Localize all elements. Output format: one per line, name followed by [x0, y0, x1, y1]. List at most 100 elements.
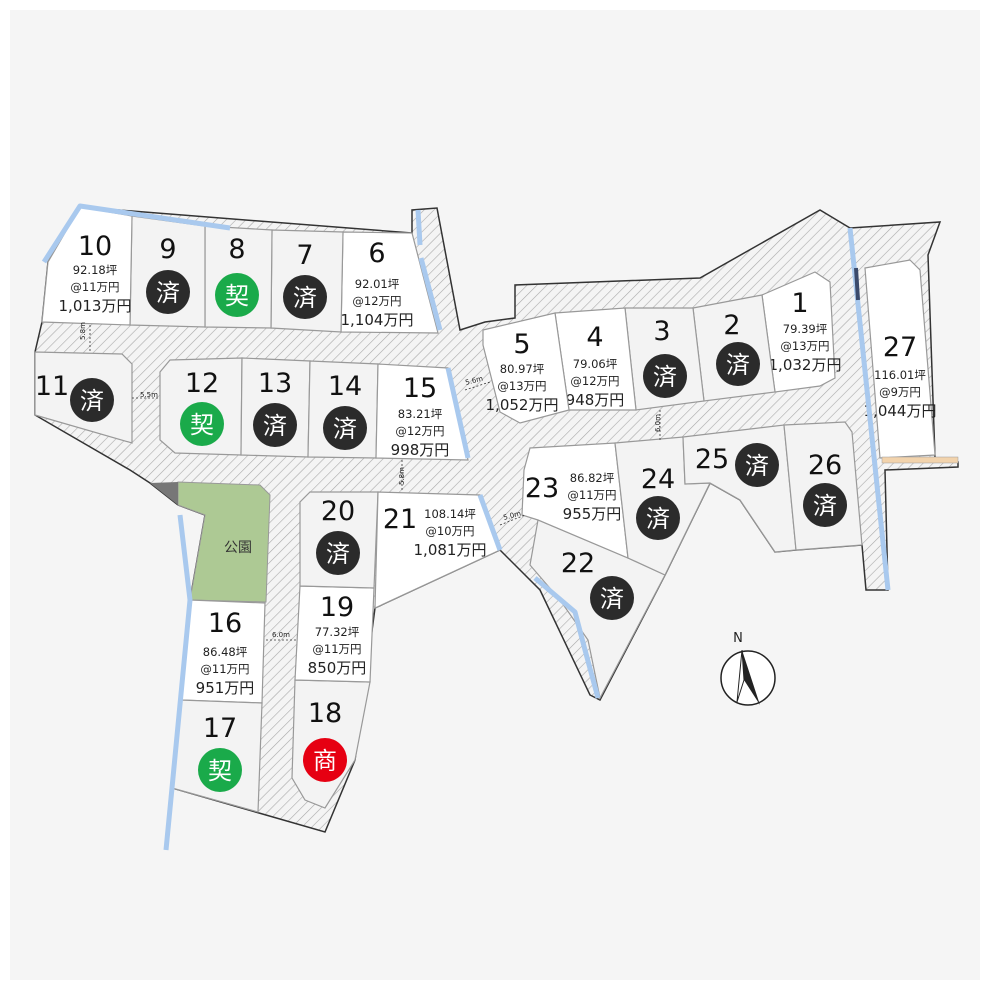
stream	[445, 367, 471, 459]
road-width-marker	[499, 514, 526, 526]
road-width-label: 5.8m	[398, 467, 406, 485]
lot-3[interactable]: 3済	[624, 307, 705, 411]
lot-26[interactable]: 26済	[783, 421, 863, 551]
lot-number: 12	[185, 368, 219, 399]
status-badge-label: 済	[80, 387, 104, 415]
lot-5-parcel	[482, 312, 570, 424]
compass-needle-shadow	[736, 649, 745, 703]
road-width-label: 6.0m	[654, 414, 662, 432]
status-badge-label: 契	[208, 757, 232, 785]
road-width-label: 6.0m	[272, 631, 290, 639]
compass-north-label: N	[733, 631, 743, 646]
lot-unit-price: @11万円	[70, 280, 119, 294]
lot-22[interactable]: 22済	[529, 519, 666, 700]
lot-number: 16	[208, 608, 242, 639]
stream	[418, 257, 443, 331]
lot-price: 951万円	[196, 679, 255, 697]
status-badge-label: 済	[646, 505, 670, 533]
stream	[533, 576, 601, 699]
lot-price: 850万円	[308, 659, 367, 677]
status-badge-contract	[198, 748, 242, 792]
compass: N	[720, 631, 776, 706]
status-badge-sold	[735, 443, 779, 487]
lot-area: 116.01坪	[874, 368, 926, 382]
lot-number: 18	[308, 698, 342, 729]
status-badge-sold	[70, 378, 114, 422]
lot-number: 1	[791, 288, 808, 319]
lot-15-parcel	[375, 363, 469, 461]
status-badge-sold	[253, 403, 297, 447]
lot-unit-price: @12万円	[570, 374, 619, 388]
stream	[477, 494, 503, 551]
status-badge-sold	[590, 576, 634, 620]
lot-8[interactable]: 8契	[204, 225, 273, 329]
lot-number: 25	[695, 444, 729, 475]
status-badge-label: 済	[726, 351, 750, 379]
lot-number: 7	[296, 240, 313, 271]
lot-2[interactable]: 2済	[692, 294, 776, 402]
status-badge-label: 済	[156, 279, 180, 307]
status-badge-label: 済	[263, 412, 287, 440]
stream	[41, 203, 231, 264]
culvert	[854, 267, 860, 301]
lot-number: 19	[320, 592, 354, 623]
lot-number: 4	[586, 322, 603, 353]
status-badge-label: 済	[745, 452, 769, 480]
status-badge-sold	[803, 483, 847, 527]
status-badge-sold	[323, 406, 367, 450]
status-badge-sold	[643, 354, 687, 398]
lot-unit-price: @9万円	[879, 385, 921, 399]
lot-price: 998万円	[391, 441, 450, 459]
status-badge-sold	[283, 275, 327, 319]
lot-price: 1,081万円	[414, 541, 487, 559]
lot-9[interactable]: 9済	[129, 215, 206, 328]
lot-number: 3	[653, 316, 670, 347]
status-badge-label: 商	[313, 747, 337, 775]
lot-number: 23	[525, 473, 559, 504]
lot-number: 5	[513, 329, 530, 360]
lot-price: 1,052万円	[486, 396, 559, 414]
lot-area: 80.97坪	[500, 362, 545, 376]
lot-18[interactable]: 18 商	[291, 679, 371, 809]
lot-12[interactable]: 12契	[159, 357, 243, 456]
lot-number: 2	[723, 310, 740, 341]
lot-unit-price: @11万円	[200, 662, 249, 676]
lot-price: 1,013万円	[59, 297, 132, 315]
status-badge-label: 済	[333, 415, 357, 443]
status-badge-label: 済	[293, 284, 317, 312]
lot-number: 14	[328, 371, 362, 402]
lot-number: 9	[159, 234, 176, 265]
lot-14[interactable]: 14 済	[307, 360, 379, 459]
lot-13[interactable]: 13済	[240, 357, 311, 458]
road-width-marker	[464, 381, 491, 391]
status-badge-contract	[180, 402, 224, 446]
lot-area: 86.82坪	[570, 471, 615, 485]
lot-17[interactable]: 17契	[171, 699, 263, 813]
lot-unit-price: @12万円	[395, 424, 444, 438]
lot-area: 77.32坪	[315, 625, 360, 639]
lot-7[interactable]: 7済	[270, 229, 344, 333]
stream	[415, 209, 423, 246]
lot-number: 20	[321, 496, 355, 527]
lot-unit-price: @11万円	[567, 488, 616, 502]
status-badge-sold	[146, 270, 190, 314]
lot-25[interactable]: 25 済	[682, 424, 797, 553]
lot-20[interactable]: 20済	[299, 491, 379, 589]
lot-27-parcel	[864, 259, 936, 459]
status-badge-label: 済	[813, 492, 837, 520]
lot-area: 79.06坪	[573, 357, 618, 371]
lot-area: 92.01坪	[355, 277, 400, 291]
lot-number: 6	[368, 238, 385, 269]
lot-number: 22	[561, 548, 595, 579]
